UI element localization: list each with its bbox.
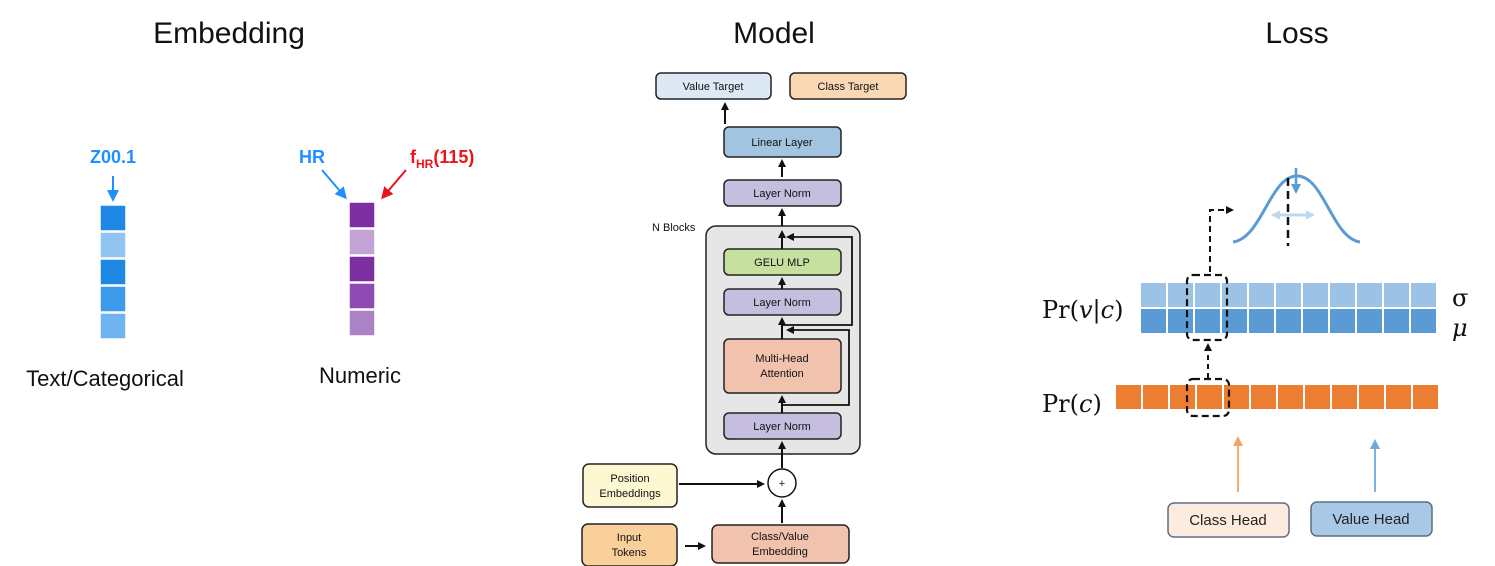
layer-norm-mid-label: Layer Norm xyxy=(753,297,810,309)
position-embeddings-box xyxy=(582,463,678,508)
class-value-embedding-label-line2: Embedding xyxy=(752,546,808,558)
position-embeddings-label-line1: Position xyxy=(610,473,649,485)
class-head-label: Class Head xyxy=(1189,512,1267,529)
value-head-box xyxy=(1310,501,1433,537)
numeric-embedding-vector xyxy=(348,201,376,337)
layer-norm-top-label: Layer Norm xyxy=(753,188,810,200)
class-value-embedding-box xyxy=(711,524,850,564)
add-node xyxy=(767,468,797,498)
sigma-row xyxy=(1139,281,1438,309)
input-tokens-label-line1: Input xyxy=(617,532,641,544)
attention-label-line1: Multi-Head xyxy=(755,353,808,365)
input-tokens-box xyxy=(581,523,678,566)
text-token-label: Z00.1 xyxy=(90,147,136,167)
residual-mlp xyxy=(782,233,853,326)
embedding-title: Embedding xyxy=(153,17,305,50)
input-tokens-label-line2: Tokens xyxy=(612,547,647,559)
numeric-caption: Numeric xyxy=(319,363,401,388)
add-node-symbol: + xyxy=(779,478,785,490)
model-title: Model xyxy=(733,17,815,50)
residual-attention xyxy=(782,326,850,406)
pr-value-given-class-label: Pr(v|c) xyxy=(1042,296,1123,325)
class-probability-row xyxy=(1114,383,1440,411)
class-target-box xyxy=(789,72,907,100)
dashed-connector xyxy=(1209,206,1234,272)
class-value-embedding-label-line1: Class/Value xyxy=(751,531,809,543)
value-target-label: Value Target xyxy=(683,81,744,93)
numeric-token-label: HR xyxy=(299,147,325,167)
numeric-token-arrow xyxy=(321,169,347,200)
gelu-mlp-label: GELU MLP xyxy=(754,257,810,269)
text-categorical-caption: Text/Categorical xyxy=(26,366,184,391)
value-head-label: Value Head xyxy=(1332,511,1409,528)
n-blocks-label: N Blocks xyxy=(652,222,696,234)
mu-row xyxy=(1139,307,1438,335)
attention-box xyxy=(723,338,842,394)
mu-label: μ xyxy=(1452,314,1468,342)
layer-norm-top-box xyxy=(723,179,842,207)
class-target-label: Class Target xyxy=(818,81,879,93)
layer-norm-bottom-label: Layer Norm xyxy=(753,421,810,433)
value-target-box xyxy=(655,72,772,100)
sigma-label: σ xyxy=(1452,284,1468,312)
attention-label-line2: Attention xyxy=(760,368,803,380)
numeric-func-label: fHR(115) xyxy=(410,147,474,171)
linear-layer-box xyxy=(723,126,842,158)
position-embeddings-label-line2: Embeddings xyxy=(599,488,661,500)
text-embedding-vector xyxy=(99,204,127,340)
value-selected-cell xyxy=(1185,273,1229,342)
class-head-box xyxy=(1167,502,1290,538)
loss-title: Loss xyxy=(1265,17,1328,50)
pr-class-label: Pr(c) xyxy=(1042,390,1102,418)
linear-layer-label: Linear Layer xyxy=(751,137,812,149)
class-selected-cell xyxy=(1185,377,1231,418)
numeric-func-arrow xyxy=(381,169,407,200)
